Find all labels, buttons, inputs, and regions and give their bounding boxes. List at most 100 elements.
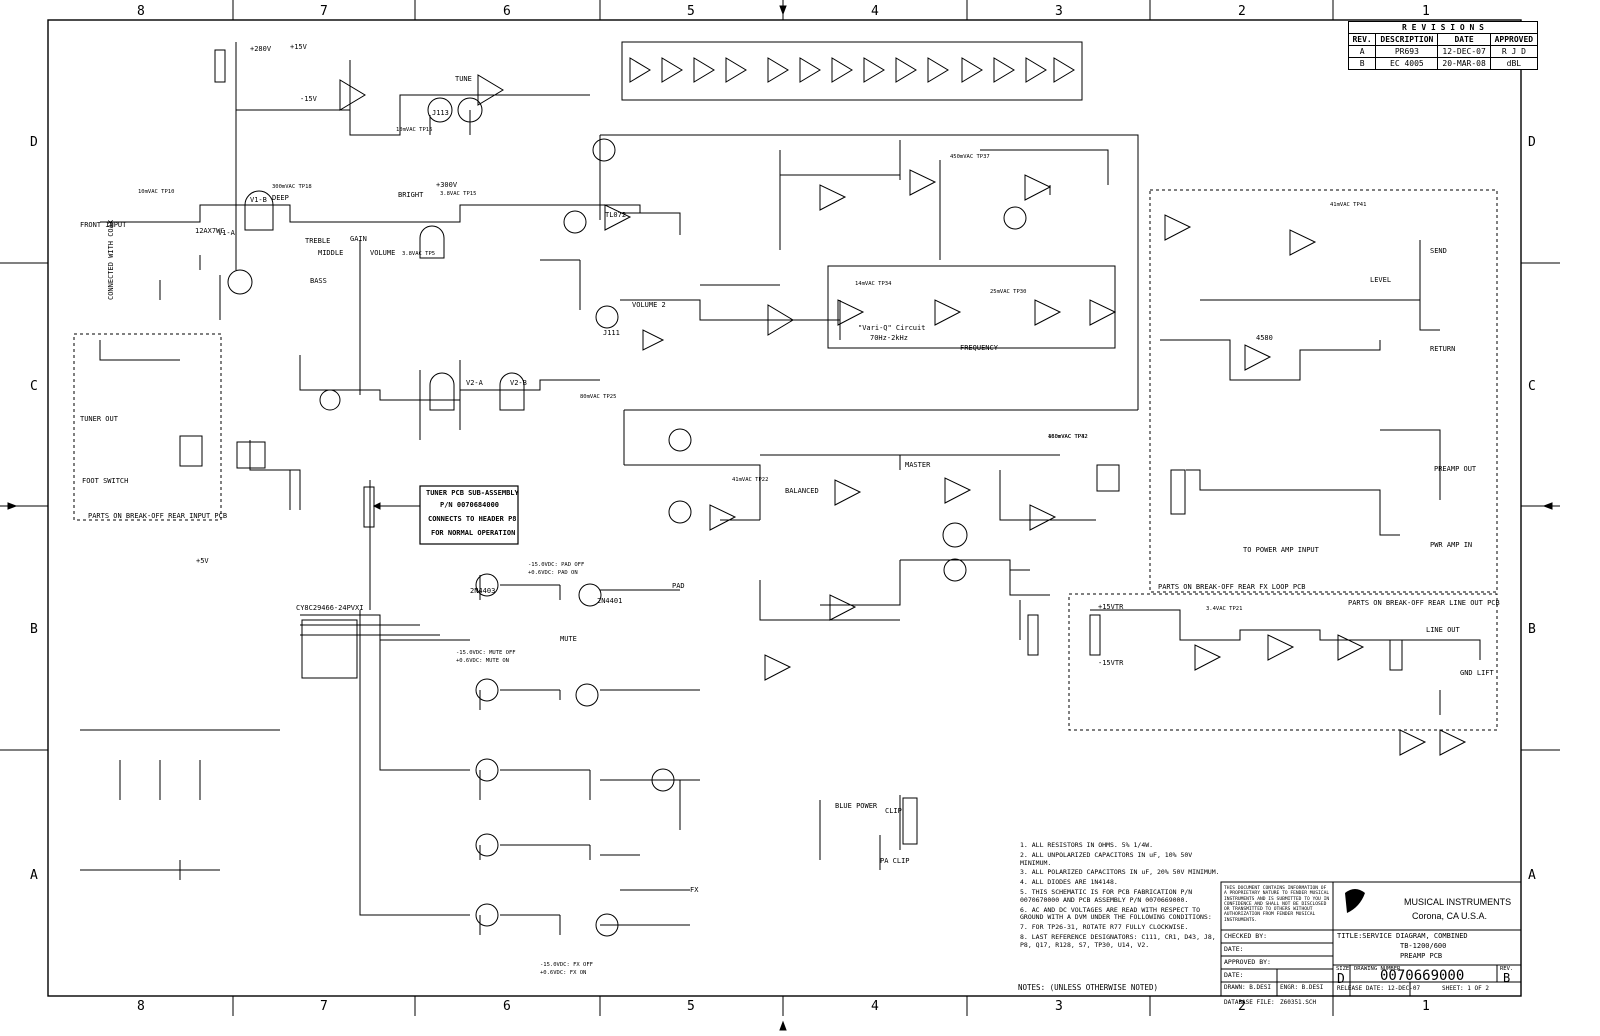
component-label: FOOT SWITCH [82,477,129,485]
test-point-label: 10mVAC TP16 [396,127,433,133]
row-label: A [30,868,38,883]
col-label: 4 [871,4,879,19]
col-label: 6 [503,999,511,1014]
fx-loop-label: PARTS ON BREAK-OFF REAR FX LOOP PCB [1158,583,1306,591]
title-block-frame [1220,881,1522,997]
component-label: 4580 [1256,334,1273,342]
component-label: BASS [310,277,327,285]
supply-label: +15V [290,43,307,51]
test-point-label: 300mVAC TP18 [272,184,312,190]
component-label: BLUE POWER [835,802,878,810]
database-name: Z60351.SCH [1280,999,1317,1006]
date-2: DATE: [1224,971,1244,979]
col-label: 3 [1055,999,1063,1014]
rear-input-label: PARTS ON BREAK-OFF REAR INPUT PCB [88,512,228,520]
note-item: 1. ALL RESISTORS IN OHMS. 5% 1/4W. [1020,841,1154,849]
tuner-line4: FOR NORMAL OPERATION [431,529,516,537]
row-label: B [30,622,38,637]
tuner-line1: TUNER PCB SUB-ASSEMBLY [426,489,519,497]
rev-header: DESCRIPTION [1375,33,1439,46]
coax-label: CONNECTED WITH COAX [107,219,115,300]
test-point-label: -15.0VDC: FX OFF [540,962,593,968]
fx-loop-box [1149,189,1498,593]
col-label: 3 [1055,4,1063,19]
col-label: 1 [1422,4,1430,19]
component-label: LEVEL [1370,276,1392,284]
semiconductors [227,97,1027,937]
col-label: 5 [687,4,695,19]
supply-label: -15VTR [1098,659,1124,667]
component-label: V1-A [218,229,235,237]
test-point-label: -15.0VDC: PAD OFF [528,562,585,568]
tuner-callout-box [419,485,519,545]
title-line1: TITLE:SERVICE DIAGRAM, COMBINED [1337,932,1468,940]
component-label: VOLUME 2 [632,301,666,309]
component-label: TREBLE [305,237,331,245]
row-label: C [1528,379,1536,394]
note-item: 2. ALL UNPOLARIZED CAPACITORS IN uF, 10%… [1020,850,1193,867]
col-label: 2 [1238,4,1246,19]
test-point-label: +0.6VDC: MUTE ON [456,658,509,664]
component-label: FREQUENCY [960,344,998,352]
component-label: J111 [603,329,620,337]
rev-value: B [1503,971,1511,985]
note-item: 3. ALL POLARIZED CAPACITORS IN uF, 20% 5… [1020,868,1220,877]
signal-wires [80,42,1481,935]
component-label: 2N4401 [597,597,623,605]
rev-cell: R J D [1489,45,1539,58]
size-value: D [1337,972,1345,987]
test-point-label: 80mVAC TP25 [580,394,617,400]
rev-header: APPROVED [1489,33,1539,46]
component-label: BALANCED [785,487,819,495]
test-point-label: -15.0VDC: MUTE OFF [456,650,516,656]
vari-q-range: 70Hz-2kHz [870,334,908,342]
col-label: 4 [871,999,879,1014]
fender-logo-shape [1345,889,1365,913]
note-item: 4. ALL DIODES ARE 1N4148. [1020,878,1118,887]
row-label: A [1528,868,1536,883]
component-label: SEND [1430,247,1447,255]
component-label: PWR AMP IN [1430,541,1473,549]
vari-q-box [827,265,1116,349]
component-label: V2-A [466,379,483,387]
supply-label: +280V [250,45,272,53]
supply-label: +300V [436,181,458,189]
supply-label: -15V [300,95,317,103]
col-label: 2 [1238,999,1246,1014]
note-item: 6. AC AND DC VOLTAGES ARE READ WITH RESP… [1020,905,1212,922]
component-label: MUTE [560,635,577,643]
row-label: B [1528,622,1536,637]
proprietary-notice: THIS DOCUMENT CONTAINS INFORMATION OF A … [1224,886,1330,923]
component-label: CY8C29466-24PVXI [296,604,364,612]
test-point-label: +0.6VDC: FX ON [540,970,587,976]
title-line2: TB-1200/600 [1400,942,1447,950]
rev-cell: B [1347,57,1377,70]
row-label: C [30,379,38,394]
headers [179,49,1403,845]
company-location: Corona, CA U.S.A. [1412,911,1488,921]
component-label: TUNE [455,75,472,83]
test-point-label: 10mVAC TP10 [138,189,175,195]
revisions-table: R E V I S I O N S REV. DESCRIPTION DATE … [1347,21,1539,70]
opamp-bypass-row [621,41,1083,101]
component-label: FX [690,886,699,894]
circuit-opamps [339,74,1467,756]
revisions-title: R E V I S I O N S [1348,21,1538,34]
tubes [244,190,525,411]
col-label: 5 [687,999,695,1014]
note-item: 5. THIS SCHEMATIC IS FOR PCB FABRICATION… [1020,887,1193,904]
database-file: DATABASE FILE: [1224,999,1275,1006]
component-label: V1-B [250,196,267,204]
supply-label: +15VTR [1098,603,1124,611]
test-point-label: 41mVAC TP22 [732,477,769,483]
component-label: VOLUME [370,249,396,257]
test-point-label: 41mVAC TP41 [1330,202,1367,208]
note-item: 7. FOR TP26-31, ROTATE R77 FULLY CLOCKWI… [1020,923,1189,932]
component-label: GND LIFT [1460,669,1494,677]
rev-header: DATE [1437,33,1491,46]
test-point-label: 3.8VAC TP5 [402,251,436,257]
test-point-label: 460mVAC TP42 [1048,434,1088,440]
vari-q-label: "Vari-Q" Circuit [858,324,926,332]
note-item: 8. LAST REFERENCE DESIGNATORS: C111, CR1… [1020,932,1216,949]
drawn-by: DRAWN: B.DESI [1224,984,1271,991]
